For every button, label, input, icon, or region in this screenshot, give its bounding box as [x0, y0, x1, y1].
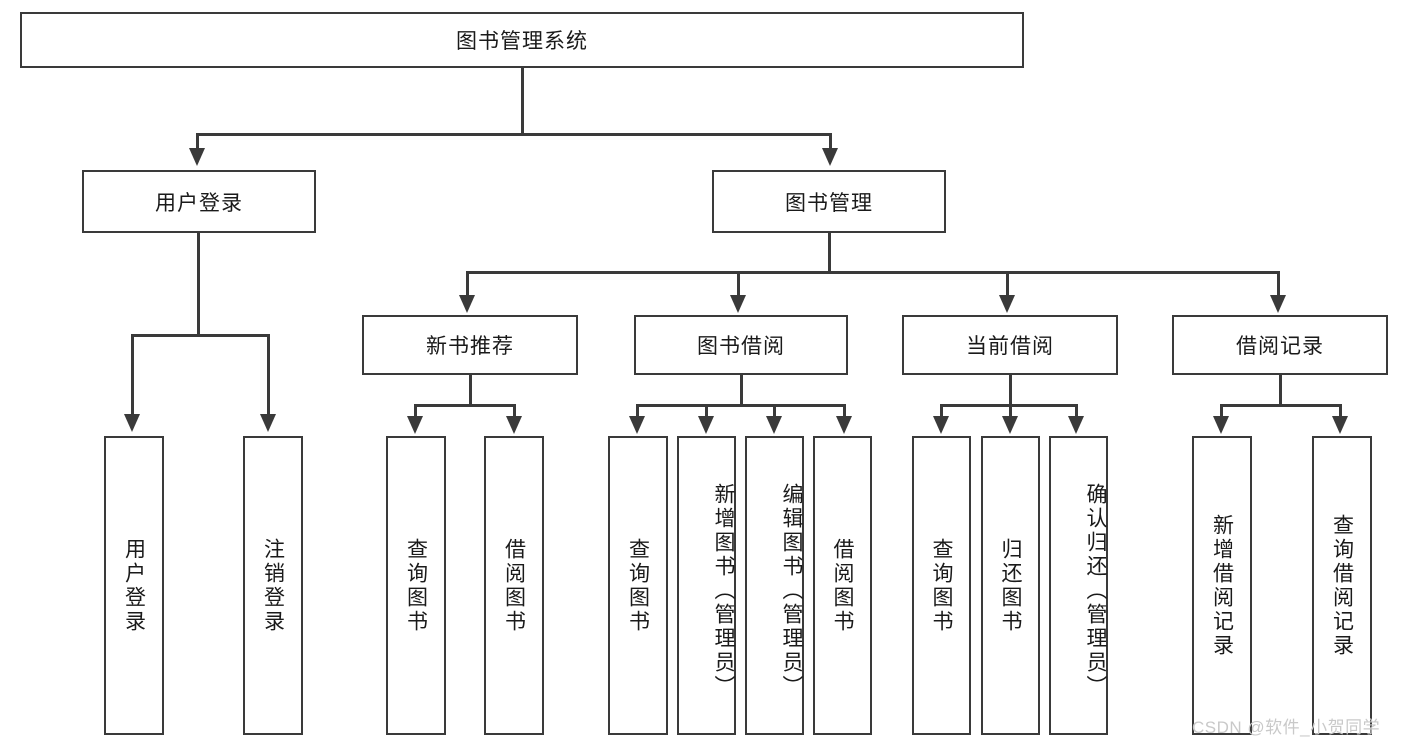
- connector-br-stem: [1279, 375, 1282, 406]
- connector-user-login-bus: [131, 334, 270, 337]
- connector-nbr-bus: [414, 404, 516, 407]
- node-label: 查询图书: [930, 537, 953, 634]
- connector-cb-stem: [1009, 375, 1012, 406]
- connector-nbr-drop-2: [513, 404, 516, 418]
- connector-bb-drop-3: [773, 404, 776, 418]
- leaf-add-record[interactable]: 新增借阅记录: [1192, 436, 1252, 735]
- connector-user-login-drop-2: [267, 334, 270, 416]
- arrow-to-borrow-record: [1270, 295, 1286, 313]
- node-root-system[interactable]: 图书管理系统: [20, 12, 1024, 68]
- node-new-book-rec[interactable]: 新书推荐: [362, 315, 578, 375]
- connector-book-manage-bus: [466, 271, 1280, 274]
- arrow-to-leaf-user-login: [124, 414, 140, 432]
- node-current-borrow[interactable]: 当前借阅: [902, 315, 1118, 375]
- connector-root-stem: [521, 68, 524, 135]
- node-label: 用户登录: [155, 191, 243, 215]
- connector-book-manage-stem: [828, 233, 831, 273]
- connector-nbr-stem: [469, 375, 472, 406]
- connector-br-drop-2: [1339, 404, 1342, 418]
- node-label: 查询借阅记录: [1330, 513, 1354, 658]
- node-label: 归还图书: [999, 537, 1022, 634]
- leaf-add-book[interactable]: 新增图书（管理员）: [677, 436, 736, 735]
- arrow-to-book-manage: [822, 148, 838, 166]
- node-label: 查询图书: [626, 537, 650, 634]
- node-book-borrow[interactable]: 图书借阅: [634, 315, 848, 375]
- node-label: 图书管理系统: [456, 30, 588, 53]
- node-label: 新增图书（管理员）: [712, 482, 735, 699]
- leaf-borrow-book-1[interactable]: 借阅图书: [484, 436, 544, 735]
- leaf-query-book-3[interactable]: 查询图书: [912, 436, 971, 735]
- node-label: 注销登录: [261, 537, 285, 634]
- node-borrow-record[interactable]: 借阅记录: [1172, 315, 1388, 375]
- connector-nbr-drop-1: [414, 404, 417, 418]
- node-label: 编辑图书（管理员）: [780, 482, 803, 699]
- arrow-to-leaf-query-book-1: [407, 416, 423, 434]
- arrow-to-leaf-query-book-3: [933, 416, 949, 434]
- connector-bm-drop-2: [737, 271, 740, 297]
- connector-bb-drop-4: [843, 404, 846, 418]
- connector-bb-bus: [636, 404, 846, 407]
- connector-bm-drop-3: [1006, 271, 1009, 297]
- connector-root-drop-left: [196, 133, 199, 151]
- connector-br-drop-1: [1220, 404, 1223, 418]
- connector-br-bus: [1220, 404, 1342, 407]
- arrow-to-leaf-borrow-book-2: [836, 416, 852, 434]
- node-label: 确认归还（管理员）: [1084, 482, 1107, 699]
- node-label: 图书管理: [785, 191, 873, 215]
- arrow-to-leaf-add-book: [698, 416, 714, 434]
- arrow-to-new-book-rec: [459, 295, 475, 313]
- arrow-to-leaf-query-book-2: [629, 416, 645, 434]
- node-label: 查询图书: [404, 537, 428, 634]
- leaf-edit-book[interactable]: 编辑图书（管理员）: [745, 436, 804, 735]
- leaf-confirm-return[interactable]: 确认归还（管理员）: [1049, 436, 1108, 735]
- arrow-to-current-borrow: [999, 295, 1015, 313]
- arrow-to-book-borrow: [730, 295, 746, 313]
- connector-user-login-stem: [197, 233, 200, 336]
- leaf-borrow-book-2[interactable]: 借阅图书: [813, 436, 872, 735]
- leaf-query-book-2[interactable]: 查询图书: [608, 436, 668, 735]
- node-label: 借阅图书: [831, 537, 854, 634]
- csdn-watermark: CSDN @软件_小贺同学: [1192, 718, 1381, 737]
- leaf-user-login[interactable]: 用户登录: [104, 436, 164, 735]
- arrow-to-leaf-edit-book: [766, 416, 782, 434]
- connector-bb-drop-1: [636, 404, 639, 418]
- leaf-logout[interactable]: 注销登录: [243, 436, 303, 735]
- leaf-query-record[interactable]: 查询借阅记录: [1312, 436, 1372, 735]
- leaf-query-book-1[interactable]: 查询图书: [386, 436, 446, 735]
- leaf-return-book[interactable]: 归还图书: [981, 436, 1040, 735]
- connector-bb-stem: [740, 375, 743, 406]
- arrow-to-leaf-return-book: [1002, 416, 1018, 434]
- node-label: 新书推荐: [426, 335, 514, 358]
- connector-cb-drop-1: [940, 404, 943, 418]
- arrow-to-leaf-add-record: [1213, 416, 1229, 434]
- node-label: 当前借阅: [966, 335, 1054, 358]
- node-book-manage[interactable]: 图书管理: [712, 170, 946, 233]
- connector-root-drop-right: [829, 133, 832, 151]
- connector-bb-drop-2: [705, 404, 708, 418]
- arrow-to-leaf-confirm-return: [1068, 416, 1084, 434]
- arrow-to-leaf-borrow-book-1: [506, 416, 522, 434]
- node-label: 借阅记录: [1236, 335, 1324, 358]
- connector-bm-drop-4: [1277, 271, 1280, 297]
- node-label: 图书借阅: [697, 335, 785, 358]
- connector-cb-drop-3: [1075, 404, 1078, 418]
- connector-bm-drop-1: [466, 271, 469, 297]
- node-label: 用户登录: [122, 537, 146, 634]
- connector-user-login-drop-1: [131, 334, 134, 416]
- node-label: 新增借阅记录: [1210, 513, 1234, 658]
- arrow-to-user-login: [189, 148, 205, 166]
- arrow-to-leaf-logout: [260, 414, 276, 432]
- node-user-login[interactable]: 用户登录: [82, 170, 316, 233]
- connector-cb-drop-2: [1009, 404, 1012, 418]
- connector-root-bus: [196, 133, 832, 136]
- node-label: 借阅图书: [502, 537, 526, 634]
- arrow-to-leaf-query-record: [1332, 416, 1348, 434]
